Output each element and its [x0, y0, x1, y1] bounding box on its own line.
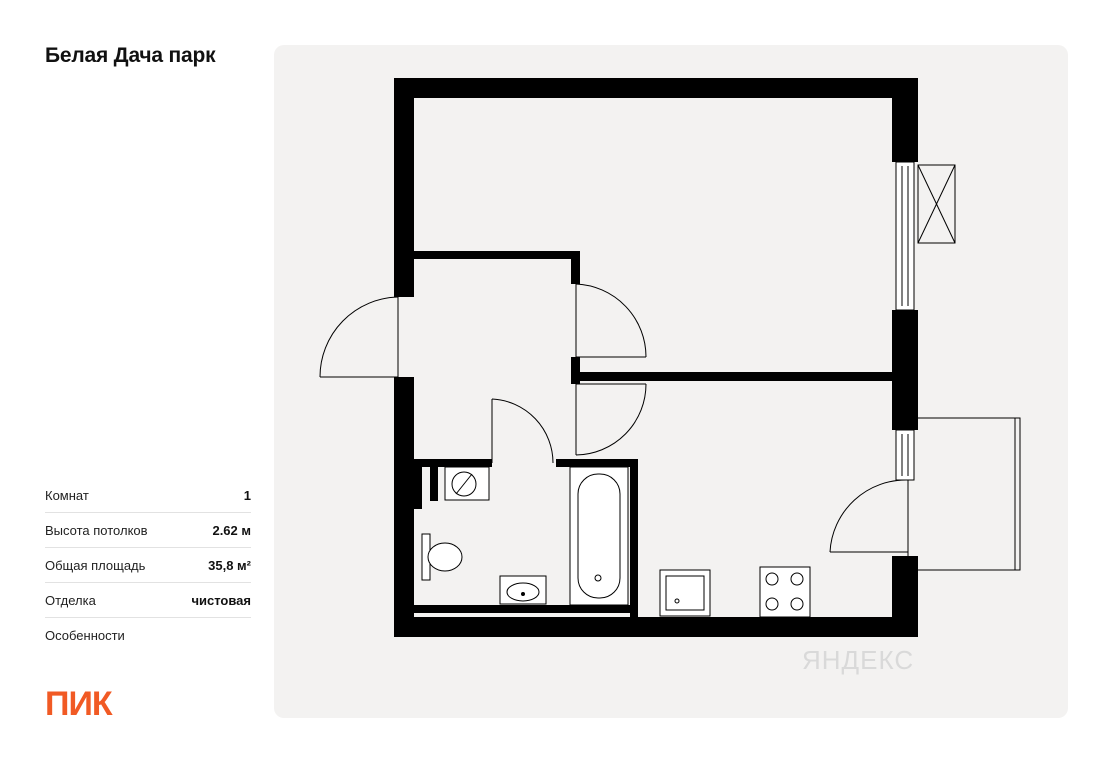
bathroom-fixtures: [421, 466, 629, 606]
spec-label: Комнат: [45, 487, 89, 503]
kitchen-fixtures: [659, 566, 811, 618]
window-top: [895, 161, 956, 311]
floor-plan-panel: ЯНДЕКС: [274, 45, 1068, 718]
pik-logo: ПИК: [45, 685, 113, 723]
spec-row-finishing: Отделка чистовая: [45, 583, 251, 618]
spec-value: 2.62 м: [212, 522, 251, 538]
project-title: Белая Дача парк: [45, 44, 216, 67]
spec-value: 1: [243, 487, 251, 503]
watermark-text: ЯНДЕКС: [802, 645, 915, 675]
spec-value: чистовая: [191, 592, 251, 608]
walls: [394, 78, 918, 637]
floor-plan: [319, 78, 1021, 637]
specs-table: Комнат 1 Высота потолков 2.62 м Общая пл…: [45, 478, 251, 653]
spec-row-features: Особенности: [45, 618, 251, 653]
spec-value: 35,8 м²: [208, 557, 251, 573]
spec-row-total-area: Общая площадь 35,8 м²: [45, 548, 251, 583]
spec-row-rooms: Комнат 1: [45, 478, 251, 513]
spec-label: Отделка: [45, 592, 96, 608]
spec-row-ceiling-height: Высота потолков 2.62 м: [45, 513, 251, 548]
spec-label: Общая площадь: [45, 557, 146, 573]
spec-label: Высота потолков: [45, 522, 148, 538]
spec-label: Особенности: [45, 628, 125, 643]
balcony: [895, 417, 1021, 571]
doors: [319, 283, 909, 556]
